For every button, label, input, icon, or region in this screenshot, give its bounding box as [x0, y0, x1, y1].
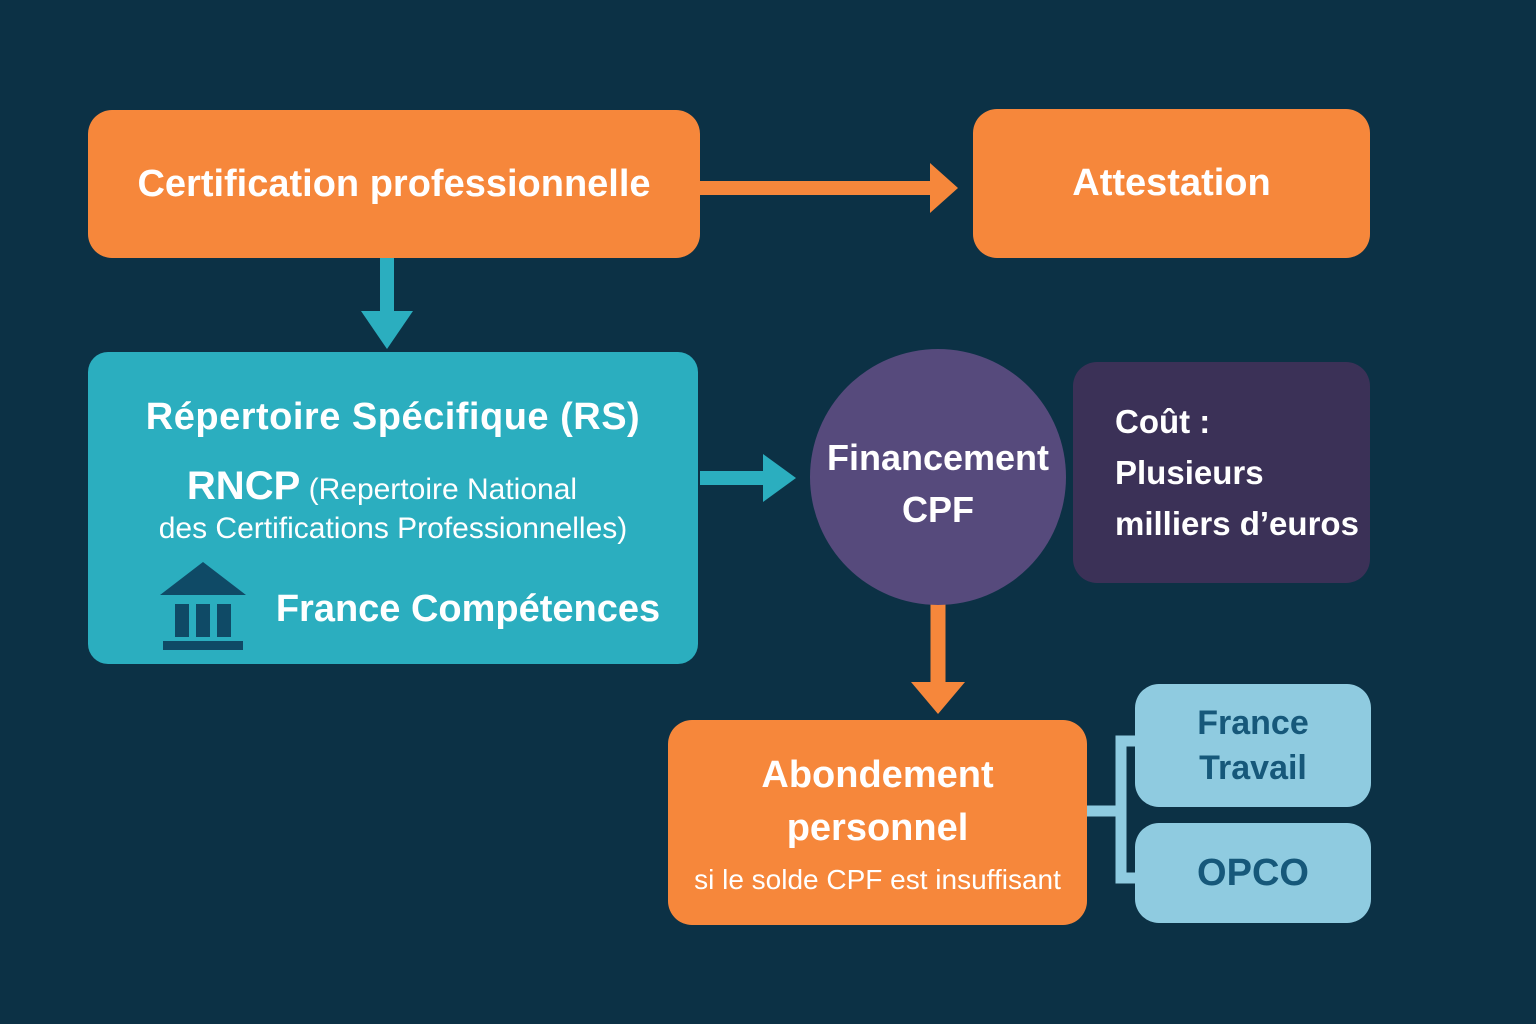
repertoire-title: Répertoire Spécifique (RS) — [145, 396, 641, 438]
abondement-line2: personnel — [786, 807, 969, 849]
bracket-abondement-to-funders — [1087, 735, 1135, 884]
france-competences-label: France Compétences — [275, 588, 661, 630]
arrow-certification-to-repertoire — [361, 258, 413, 349]
rncp-expansion-line2: des Certifications Professionnelles) — [158, 512, 628, 545]
abondement-line1: Abondement — [761, 754, 994, 796]
financement-line1: Financement — [826, 437, 1050, 478]
node-financement-cpf: Financement CPF — [810, 349, 1066, 605]
node-certification-professionnelle: Certification professionnelle — [88, 110, 700, 258]
node-opco: OPCO — [1135, 823, 1371, 923]
france-travail-line1: France — [1197, 703, 1309, 742]
node-france-travail: France Travail — [1135, 684, 1371, 807]
certification-label: Certification professionnelle — [137, 162, 651, 205]
cout-line3: milliers d’euros — [1115, 505, 1359, 542]
rncp-acronym: RNCP — [186, 464, 301, 508]
cout-line1: Coût : — [1115, 403, 1211, 440]
arrow-certification-to-attestation — [700, 163, 958, 213]
financement-line2: CPF — [902, 489, 974, 530]
attestation-label: Attestation — [1072, 162, 1271, 204]
opco-label: OPCO — [1197, 851, 1309, 894]
arrow-repertoire-to-financement — [700, 454, 796, 502]
node-attestation: Attestation — [973, 109, 1370, 258]
arrow-financement-to-abondement — [911, 601, 965, 714]
france-travail-line2: Travail — [1199, 748, 1307, 787]
node-abondement-personnel: Abondement personnel si le solde CPF est… — [668, 720, 1087, 925]
rncp-line: RNCP (Repertoire National — [88, 464, 676, 509]
abondement-note: si le solde CPF est insuffisant — [694, 864, 1061, 895]
bank-icon — [158, 562, 248, 655]
node-cout: Coût : Plusieurs milliers d’euros — [1073, 362, 1370, 583]
node-repertoire-specifique: Répertoire Spécifique (RS) RNCP (Reperto… — [88, 352, 698, 664]
rncp-expansion-line1: (Repertoire National — [300, 473, 578, 506]
france-competences-row: France Compétences — [88, 552, 698, 662]
cout-line2: Plusieurs — [1115, 454, 1264, 491]
